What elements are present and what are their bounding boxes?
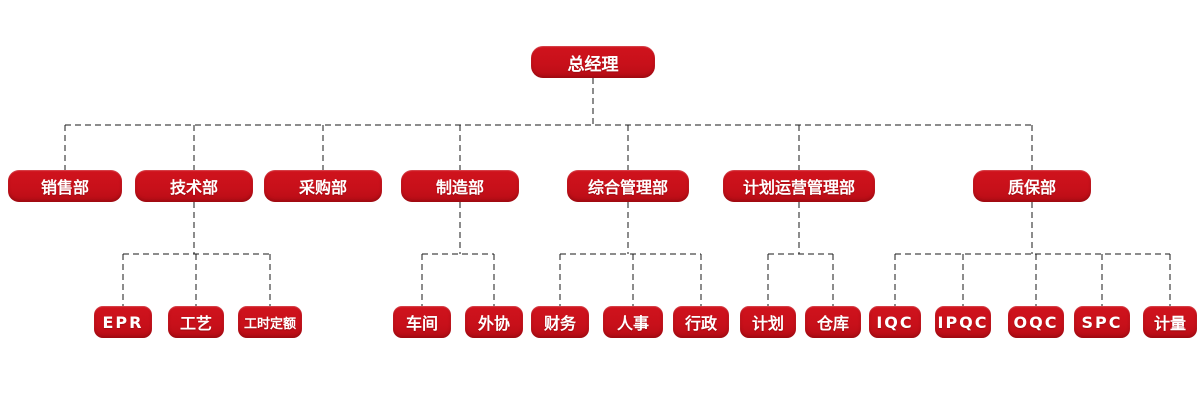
org-node-label: 计量 <box>1153 314 1186 333</box>
org-node-label: 质保部 <box>1007 178 1056 197</box>
org-node-label: 计划 <box>751 314 784 333</box>
org-node-label: 工时定额 <box>243 316 296 332</box>
org-node-procurement: 采购部 <box>264 170 382 202</box>
org-node-workshop: 车间 <box>393 306 451 338</box>
org-node-general-management: 综合管理部 <box>567 170 689 202</box>
org-node-label: 财务 <box>543 314 576 333</box>
org-node-quality-assurance: 质保部 <box>973 170 1091 202</box>
org-node-label: IPQC <box>937 312 989 332</box>
org-node-planning-operations: 计划运营管理部 <box>723 170 875 202</box>
org-node-work-hour-quota: 工时定额 <box>238 306 302 338</box>
org-node-label: 计划运营管理部 <box>742 178 855 197</box>
org-node-process: 工艺 <box>168 306 224 338</box>
org-node-sales: 销售部 <box>8 170 122 202</box>
org-node-label: 采购部 <box>298 178 347 197</box>
org-node-label: 销售部 <box>40 178 89 197</box>
org-node-planning: 计划 <box>740 306 796 338</box>
org-node-ipqc: IPQC <box>935 306 991 338</box>
org-node-label: 行政 <box>684 314 717 333</box>
org-node-spc: SPC <box>1074 306 1130 338</box>
org-node-label: 综合管理部 <box>587 178 668 197</box>
org-node-label: SPC <box>1081 312 1123 332</box>
org-node-hr: 人事 <box>603 306 663 338</box>
org-node-label: 人事 <box>616 314 649 333</box>
org-node-finance: 财务 <box>531 306 589 338</box>
org-node-label: EPR <box>102 312 144 332</box>
org-node-label: 仓库 <box>816 314 849 333</box>
org-node-technology: 技术部 <box>135 170 253 202</box>
org-node-oqc: OQC <box>1008 306 1064 338</box>
org-node-administration: 行政 <box>673 306 729 338</box>
org-node-label: 工艺 <box>179 314 212 333</box>
org-node-outsourcing: 外协 <box>465 306 523 338</box>
org-node-general-manager: 总经理 <box>531 46 655 78</box>
org-node-metrology: 计量 <box>1143 306 1197 338</box>
org-node-label: 总经理 <box>567 54 619 75</box>
org-node-iqc: IQC <box>869 306 921 338</box>
org-node-manufacturing: 制造部 <box>401 170 519 202</box>
org-node-epr: EPR <box>94 306 152 338</box>
org-node-label: IQC <box>876 312 914 332</box>
org-node-label: 技术部 <box>169 178 218 197</box>
org-node-label: 车间 <box>405 314 438 333</box>
org-node-label: OQC <box>1013 312 1059 332</box>
org-node-warehouse: 仓库 <box>805 306 861 338</box>
org-node-label: 制造部 <box>435 178 484 197</box>
org-node-label: 外协 <box>477 314 510 333</box>
